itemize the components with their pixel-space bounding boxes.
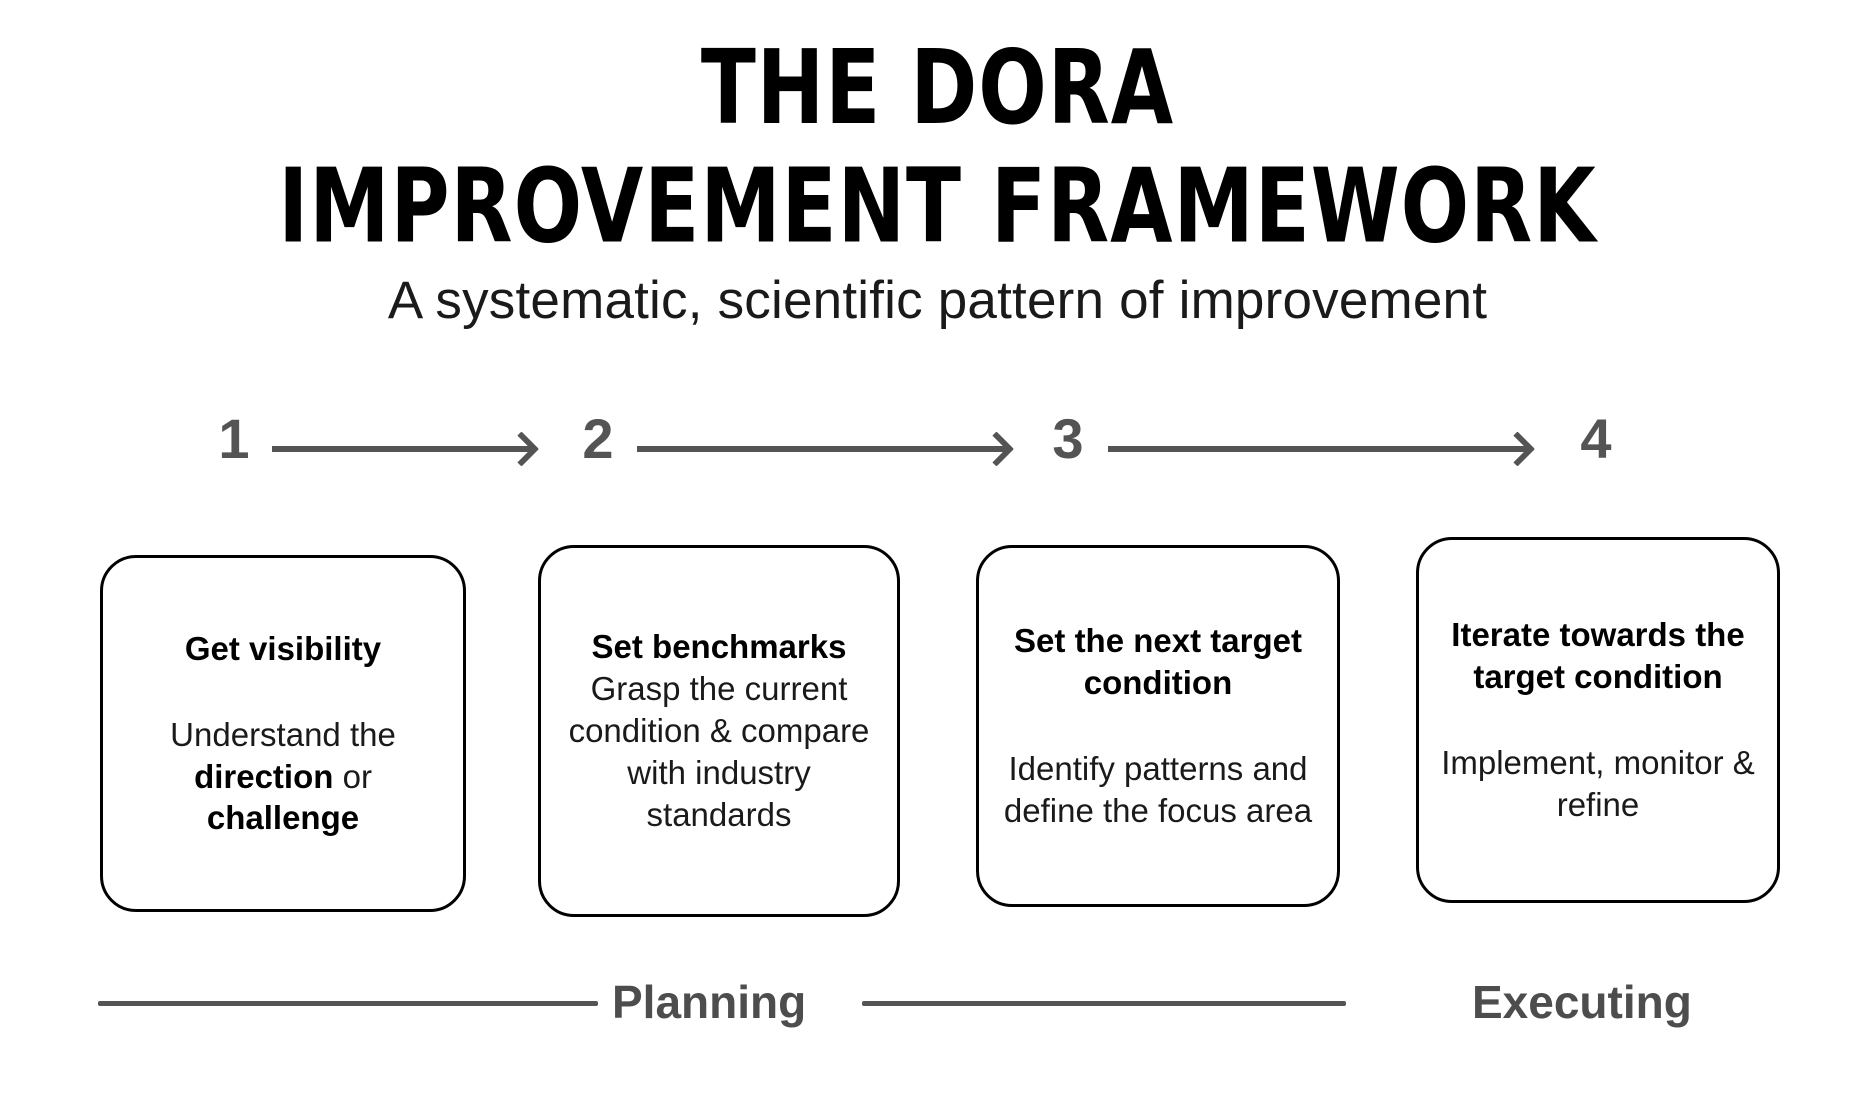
- page-title-line-2: IMPROVEMENT FRAMEWORK: [278, 145, 1597, 266]
- card-3-body: Identify patterns and define the focus a…: [1003, 750, 1313, 829]
- step-number-1: 1: [218, 407, 250, 470]
- phase-line-left: [98, 1001, 598, 1006]
- card-2-body: Grasp the current condition & compare wi…: [568, 670, 870, 833]
- framework-cards: Get visibility Understand the direction …: [0, 537, 1875, 917]
- card-4-heading: Iterate towards the target condition: [1451, 616, 1745, 696]
- framework-card-2[interactable]: Set benchmarks Grasp the current conditi…: [538, 545, 900, 917]
- step-number-2: 2: [582, 407, 614, 470]
- framework-card-4[interactable]: Iterate towards the target condition Imp…: [1416, 537, 1780, 903]
- phase-bar: Planning Executing: [0, 968, 1875, 1038]
- step-number-4: 4: [1580, 407, 1612, 470]
- step-indicator-row: 1 2 3 4: [0, 408, 1875, 488]
- step-arrow-2-to-3: [637, 446, 1007, 452]
- phase-label-planning: Planning: [612, 976, 807, 1028]
- framework-card-1[interactable]: Get visibility Understand the direction …: [100, 555, 466, 912]
- page-title: THE DORA IMPROVEMENT FRAMEWORK: [38, 0, 1838, 265]
- phase-line-right: [862, 1001, 1346, 1006]
- step-number-3: 3: [1052, 407, 1084, 470]
- phase-label-executing: Executing: [1472, 976, 1692, 1028]
- page-subtitle: A systematic, scientific pattern of impr…: [387, 271, 1488, 330]
- card-1-heading: Get visibility: [184, 629, 382, 667]
- card-2-heading: Set benchmarks: [591, 628, 847, 666]
- card-3-heading: Set the next target condition: [1014, 622, 1302, 702]
- header: THE DORA IMPROVEMENT FRAMEWORK: [0, 0, 1875, 264]
- card-1-body: Understand the direction or challenge: [170, 715, 396, 837]
- page-title-line-1: THE DORA: [700, 28, 1175, 148]
- framework-card-3[interactable]: Set the next target condition Identify p…: [976, 545, 1340, 907]
- card-4-body: Implement, monitor & refine: [1441, 744, 1755, 823]
- step-arrow-3-to-4: [1108, 446, 1528, 452]
- step-arrow-1-to-2: [272, 446, 532, 452]
